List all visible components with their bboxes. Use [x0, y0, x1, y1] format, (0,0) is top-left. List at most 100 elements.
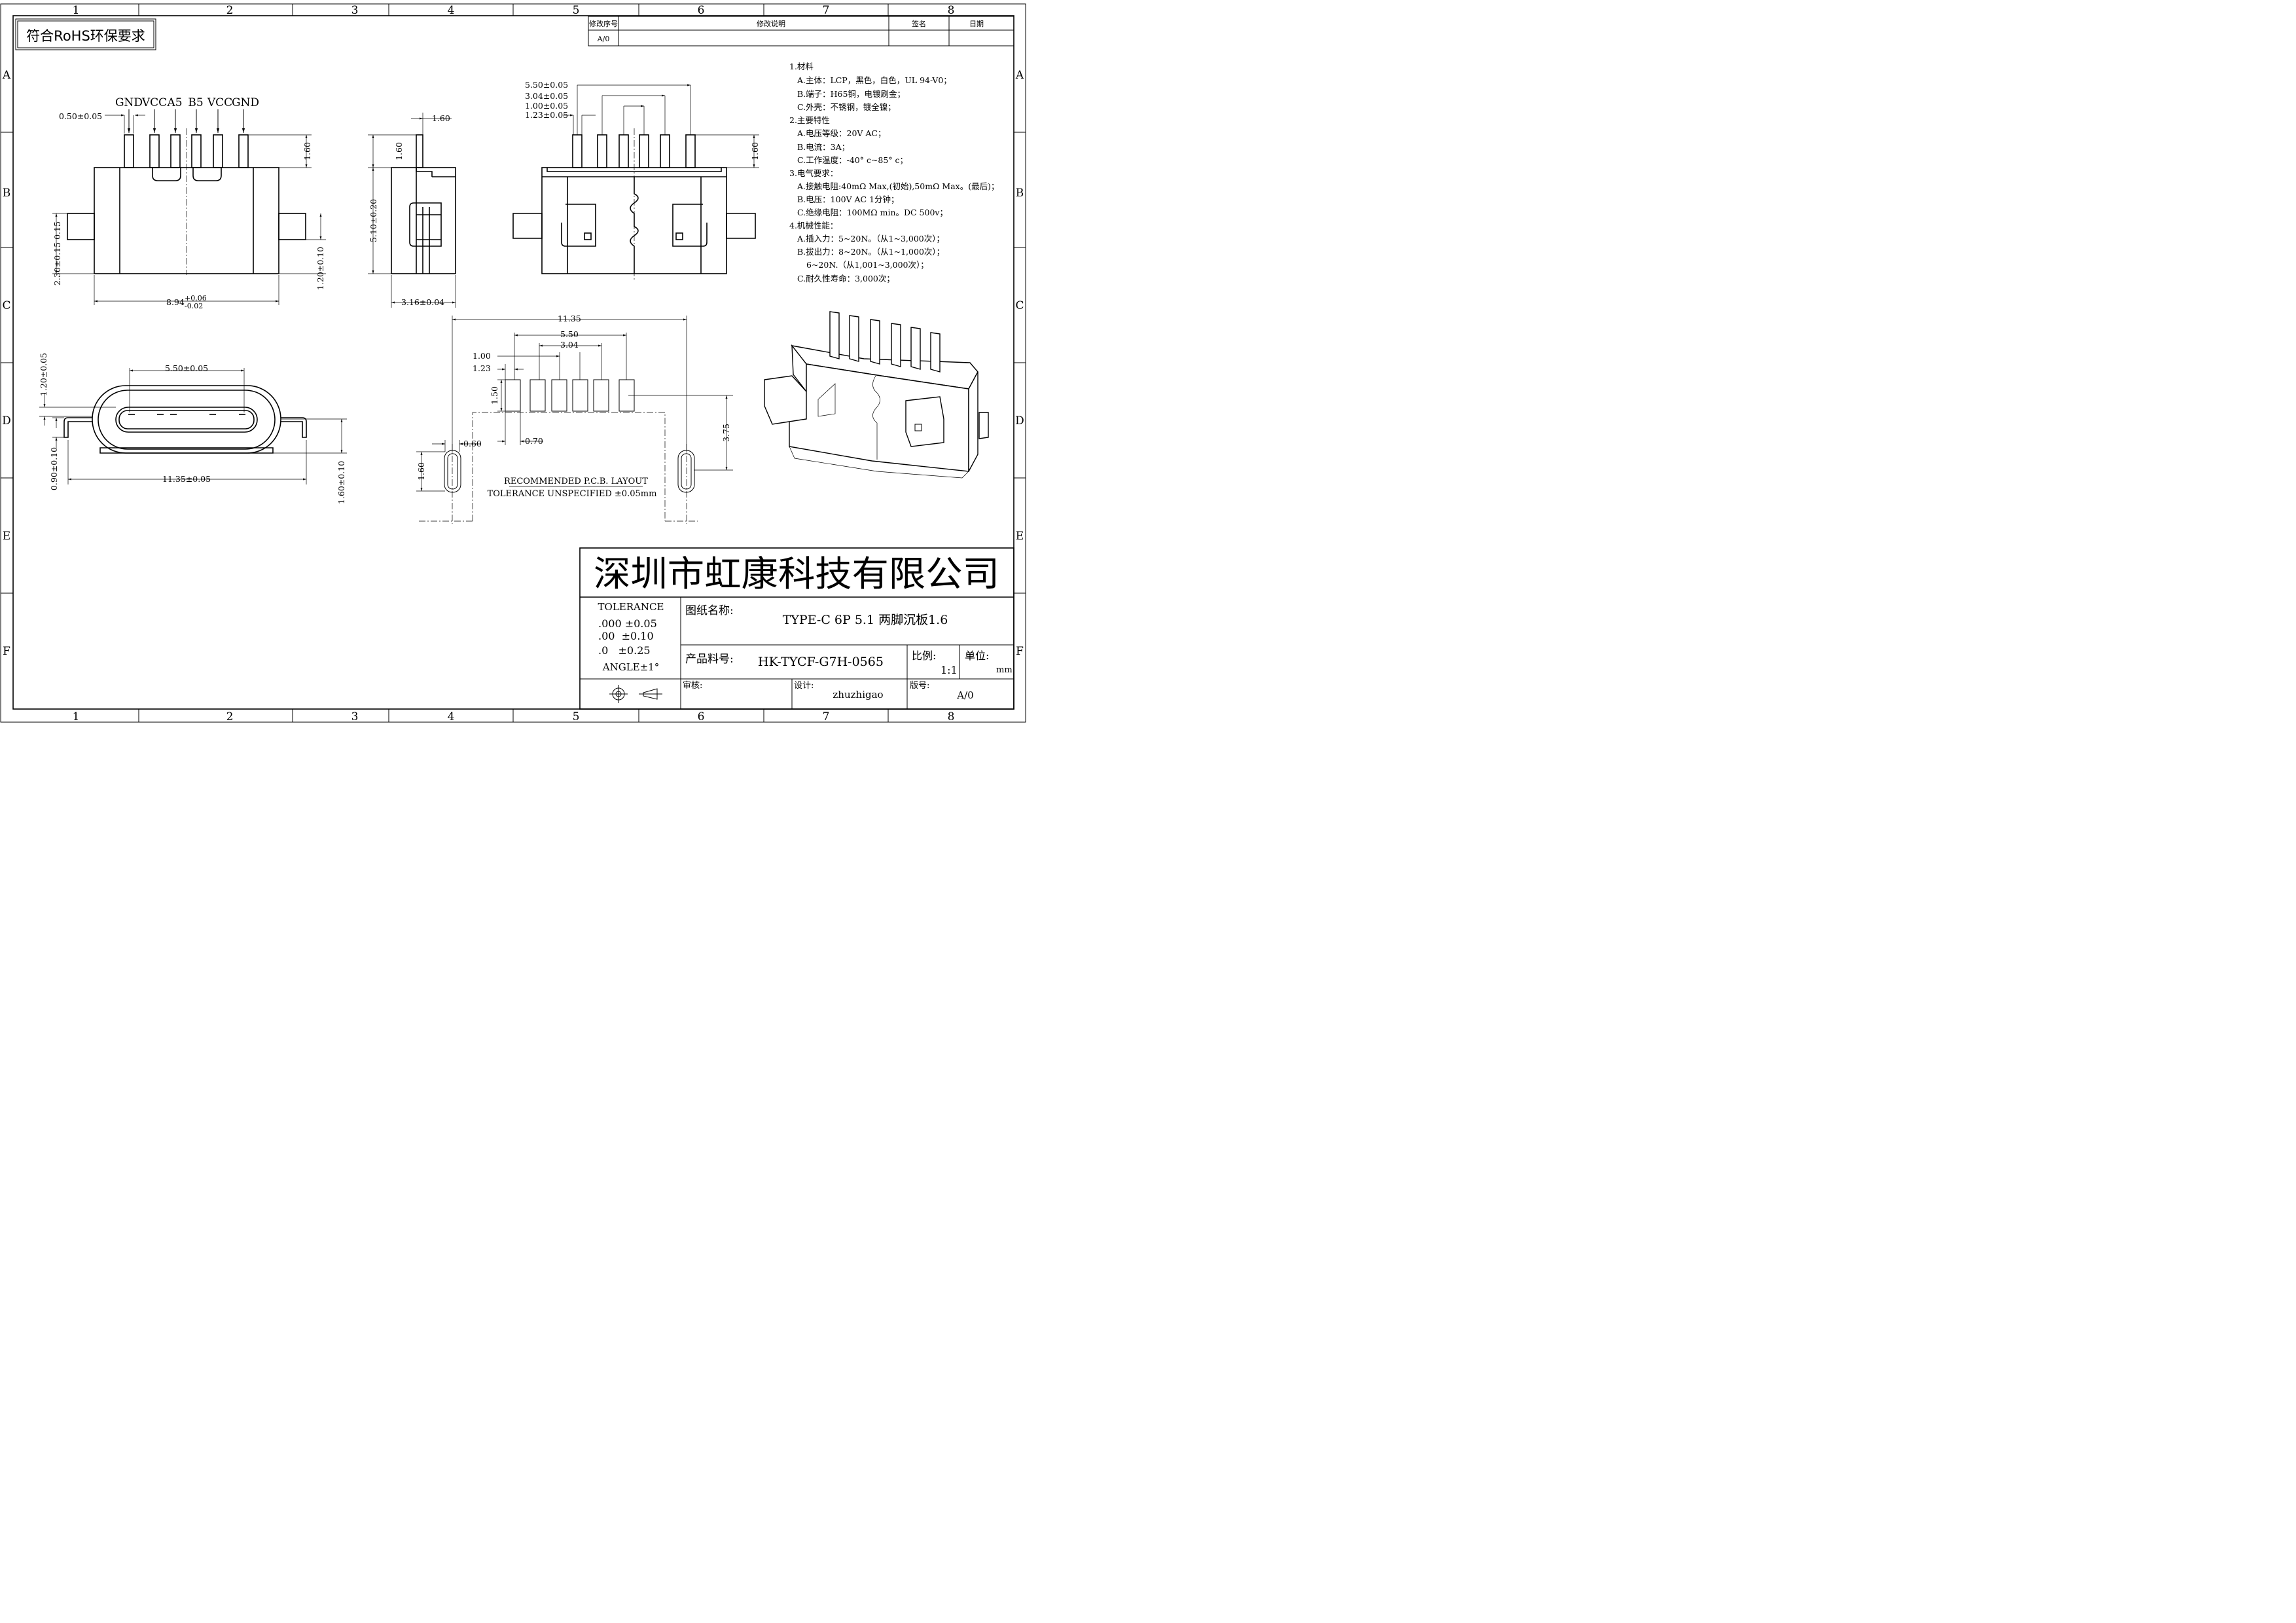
drawing-name-label: 图纸名称:	[685, 604, 734, 617]
sheet-border: 1 2 3 4 5 6 7 8 1 2 3 4 5 6 7 8 A B C D …	[0, 3, 1026, 723]
rohs-label: 符合RoHS环保要求	[26, 28, 145, 44]
version-label: 版号:	[910, 681, 929, 691]
col-label-top: 5	[573, 4, 580, 17]
dim-overall-width: 11.35±0.05	[162, 474, 211, 484]
dim-tab-offset: 1.20±0.10	[315, 247, 325, 290]
dim-width-tol-minus: -0.02	[185, 302, 203, 310]
tolerance-row: .000 ±0.05	[598, 617, 657, 630]
row-label-left: C	[2, 299, 10, 312]
row-label-right: B	[1016, 187, 1024, 200]
col-label-top: 8	[948, 4, 955, 17]
dim-pcb-slot-w: 0.60	[463, 439, 482, 448]
col-label-bottom: 6	[698, 710, 705, 723]
note-line: A.插入力：5~20N。（从1~3,000次）；	[797, 234, 944, 244]
pin-label: VCC	[207, 96, 232, 109]
col-label-bottom: 7	[823, 710, 830, 723]
dim-pin-height: 1.60	[302, 142, 312, 160]
tolerance-title: TOLERANCE	[598, 601, 664, 613]
dim-back-b: 3.04±0.05	[525, 91, 568, 101]
dim-back-a: 5.50±0.05	[525, 80, 568, 90]
pin-label: A5	[166, 96, 182, 109]
pcb-tolerance-caption: TOLERANCE UNSPECIFIED ±0.05mm	[488, 489, 657, 499]
scale-label: 比例:	[912, 649, 936, 662]
note-line: 4.机械性能：	[789, 221, 838, 230]
dim-pcb-pad-len: 1.50	[490, 386, 499, 405]
col-label-bottom: 8	[948, 710, 955, 723]
col-label-top: 6	[698, 4, 705, 17]
unit-label: 单位:	[965, 649, 989, 662]
drawing-sheet: 1 2 3 4 5 6 7 8 1 2 3 4 5 6 7 8 A B C D …	[0, 3, 1026, 723]
note-line: A.接触电阻:40mΩ Max,(初始),50mΩ Max。(最后)；	[797, 181, 999, 191]
dim-overall-height: 1.60±0.10	[336, 461, 346, 504]
dim-side-pin-height: 1.60	[394, 142, 404, 160]
dim-pcb-c: 1.00	[473, 351, 491, 361]
row-label-right: E	[1016, 530, 1024, 543]
pin-label: GND	[232, 96, 259, 109]
spec-notes: 1.材料 A.主体：LCP，黑色，白色，UL 94-V0； B.端子：H65铜，…	[789, 62, 999, 283]
isometric-view	[764, 311, 989, 479]
dim-pcb-b: 3.04	[560, 340, 579, 350]
dim-pcb-d: 1.23	[473, 363, 491, 373]
design-label: 设计:	[794, 681, 814, 691]
dim-pcb-slot-len: 1.60	[416, 462, 426, 481]
company-name: 深圳市虹康科技有限公司	[594, 553, 999, 594]
front-view: GND VCC A5 B5 VCC GND	[52, 96, 326, 310]
designer-name: zhuzhigao	[833, 689, 883, 701]
pcb-layout: 11.35 5.50 3.04 1.00 1.23 1.50 0.60 0.70…	[416, 314, 733, 524]
note-line: C.绝缘电阻：100MΩ min。DC 500v；	[797, 208, 948, 217]
dim-pcb-a: 5.50	[560, 329, 579, 339]
note-line: A.主体：LCP，黑色，白色，UL 94-V0；	[797, 75, 952, 85]
row-label-left: D	[2, 414, 11, 428]
version-value: A/0	[956, 689, 973, 701]
part-no-label: 产品料号:	[685, 653, 734, 666]
angle-tolerance: ANGLE±1°	[602, 661, 659, 673]
dim-back-d: 1.23±0.05	[525, 110, 568, 120]
bottom-view: 5.50±0.05 1.20±0.05 0.90±0.10 11.35±0.05…	[39, 353, 347, 504]
rohs-label-box: 符合RoHS环保要求	[15, 18, 156, 50]
row-label-left: A	[2, 69, 11, 82]
note-line: B.端子：H65铜，电镀刷金；	[797, 89, 905, 99]
pcb-caption: RECOMMENDED P.C.B. LAYOUT	[504, 477, 648, 486]
dim-width-tol-plus: +0.06	[185, 294, 207, 302]
dim-side-top: 1.60	[432, 113, 450, 123]
dim-top-gap: 1.20±0.05	[39, 353, 48, 396]
dim-pcb-depth: 3.75	[721, 424, 731, 442]
part-no: HK-TYCF-G7H-0565	[758, 655, 884, 669]
rev-header-sign: 签名	[912, 19, 926, 28]
row-label-left: B	[3, 187, 11, 200]
side-view: 1.60 1.60 5.10±0.20 3.16±0.04	[368, 113, 456, 308]
note-line: C.外壳：不锈钢，镀全镍；	[797, 102, 896, 112]
row-label-right: A	[1015, 69, 1024, 82]
note-line: 6~20N.（从1,001~3,000次）；	[806, 260, 929, 270]
drawing-name: TYPE-C 6P 5.1 两脚沉板1.6	[783, 613, 948, 627]
dim-height-left: 2.30±0.15	[52, 242, 62, 285]
note-line: B.拔出力：8~20N。（从1~1,000次）；	[797, 247, 944, 257]
row-label-left: E	[3, 530, 10, 543]
dim-back-c: 1.00±0.05	[525, 101, 568, 111]
dim-opening: 5.50±0.05	[165, 363, 208, 373]
dim-side-height: 5.10±0.20	[368, 199, 378, 242]
tolerance-row: .00 ±0.10	[598, 630, 654, 642]
unit-value: mm	[996, 665, 1013, 675]
dim-width: 8.94	[166, 297, 185, 307]
row-label-right: F	[1016, 645, 1024, 658]
row-label-left: F	[3, 645, 10, 658]
note-line: B.电流：3A；	[797, 142, 850, 152]
title-block: 深圳市虹康科技有限公司 TOLERANCE .000 ±0.05 .00 ±0.…	[579, 547, 1014, 710]
col-label-top: 3	[351, 4, 359, 17]
col-label-top: 4	[448, 4, 455, 17]
col-label-bottom: 2	[226, 710, 234, 723]
dim-lead: 0.90±0.10	[49, 447, 59, 490]
col-label-top: 7	[823, 4, 830, 17]
back-view: 5.50±0.05 3.04±0.05 1.00±0.05 1.23±0.05 …	[512, 80, 760, 282]
dim-tab-height: 0.15	[52, 221, 62, 240]
pin-label: GND	[115, 96, 143, 109]
scale-value: 1:1	[941, 664, 958, 676]
col-label-bottom: 3	[351, 710, 359, 723]
dim-back-pin-height: 1.60	[750, 142, 760, 160]
revision-table: 修改序号 修改说明 签名 日期 A/0	[588, 16, 1014, 46]
note-line: 2.主要特性	[789, 115, 830, 125]
dim-pcb-pad-w: 0.70	[525, 436, 543, 446]
pin-label: B5	[188, 96, 203, 109]
note-line: 3.电气要求：	[789, 168, 838, 178]
